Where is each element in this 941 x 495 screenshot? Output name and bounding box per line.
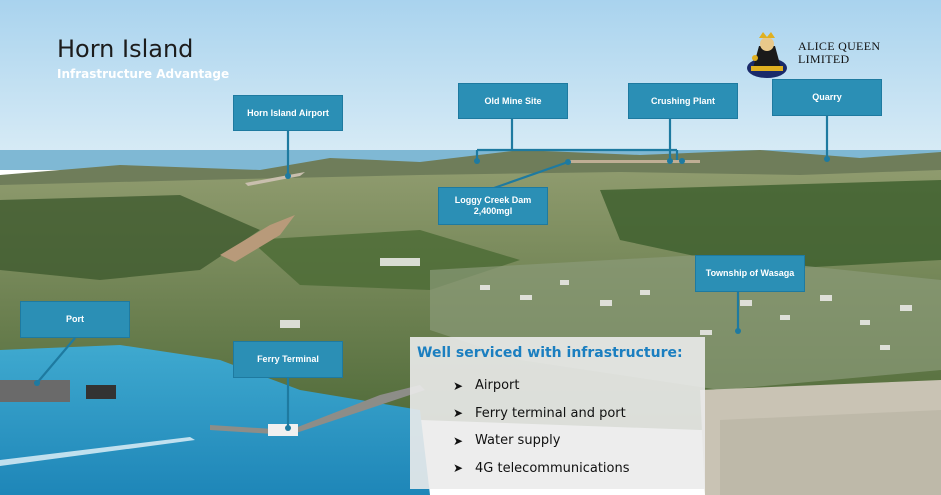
slide-subtitle: Infrastructure Advantage: [57, 67, 230, 81]
queen-crest-icon: [747, 32, 787, 78]
label-horn-island-airport: Horn Island Airport: [233, 95, 343, 131]
infrastructure-info-box: Well serviced with infrastructure: ➤ Airp…: [410, 337, 705, 489]
info-heading: Well serviced with infrastructure:: [417, 345, 683, 361]
list-item: ➤ Ferry terminal and port: [453, 400, 630, 428]
logo-name-line2: LIMITED: [798, 52, 850, 66]
label-port: Port: [20, 301, 130, 338]
logo-name-line1: ALICE QUEEN: [798, 39, 881, 53]
label-ferry-terminal: Ferry Terminal: [233, 341, 343, 378]
list-item: ➤ Water supply: [453, 427, 630, 455]
label-township-of-wasaga: Township of Wasaga: [695, 255, 805, 292]
slide-title: Horn Island: [57, 35, 194, 63]
loggy-dam-name: Loggy Creek Dam: [454, 195, 532, 205]
arrow-bullet-icon: ➤: [453, 433, 464, 448]
arrow-bullet-icon: ➤: [453, 378, 464, 393]
label-old-mine-site: Old Mine Site: [458, 83, 568, 119]
label-loggy-creek-dam: Loggy Creek Dam 2,400mgl: [438, 187, 548, 225]
label-quarry: Quarry: [772, 79, 882, 116]
list-item: ➤ Airport: [453, 372, 630, 400]
arrow-bullet-icon: ➤: [453, 461, 464, 476]
loggy-dam-capacity: 2,400mgl: [473, 206, 513, 216]
label-crushing-plant: Crushing Plant: [628, 83, 738, 119]
infrastructure-list: ➤ Airport ➤ Ferry terminal and port ➤ Water…: [453, 372, 630, 482]
list-item-text: 4G telecommunications: [475, 460, 630, 476]
list-item-text: Airport: [475, 378, 520, 394]
list-item-text: Water supply: [475, 433, 561, 449]
list-item: ➤ 4G telecommunications: [453, 455, 630, 483]
list-item-text: Ferry terminal and port: [475, 405, 626, 421]
arrow-bullet-icon: ➤: [453, 406, 464, 421]
company-logo: ALICE QUEEN LIMITED: [745, 28, 905, 84]
